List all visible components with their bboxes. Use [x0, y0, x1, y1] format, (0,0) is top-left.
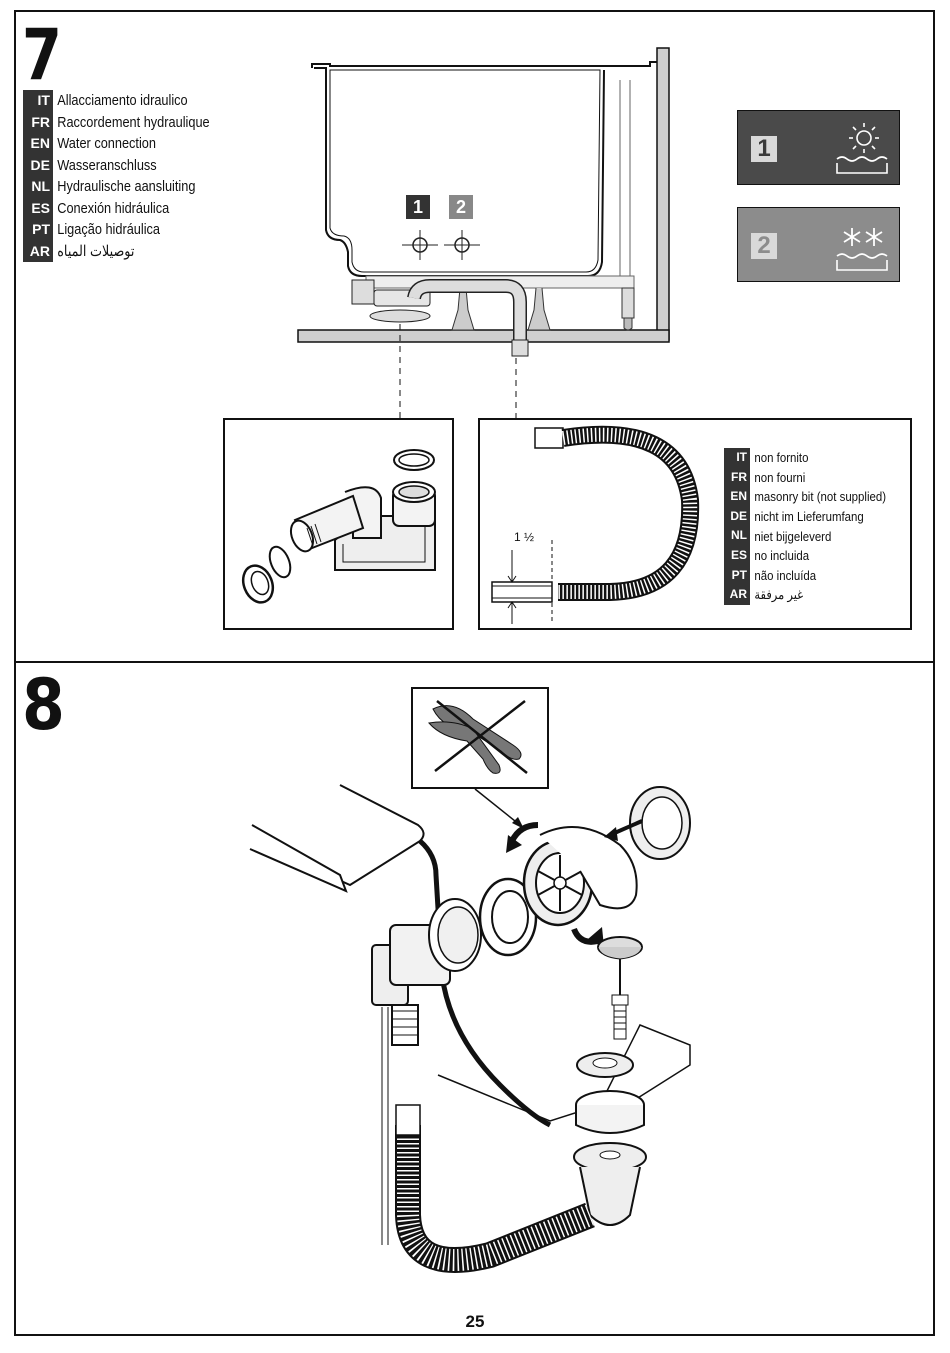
- siphon-exploded-view: [241, 449, 436, 604]
- lang-code: PT: [23, 219, 53, 241]
- lang-code: NL: [724, 526, 750, 546]
- snowflake-water-icon: [836, 228, 888, 271]
- lang-code: NL: [23, 176, 53, 198]
- lang-text: Raccordement hydraulique: [57, 113, 210, 131]
- lang-text: niet bijgeleverd: [754, 528, 832, 544]
- lang-code: IT: [724, 448, 750, 468]
- lang-code: EN: [724, 487, 750, 507]
- hose-dimension-label: 1 ½: [514, 530, 535, 544]
- lang-code: PT: [724, 565, 750, 586]
- lang-text: non fourni: [754, 469, 806, 485]
- mode-1-hot-box: 1: [737, 110, 900, 185]
- lang-text: Hydraulische aansluiting: [57, 178, 196, 196]
- mode-2-number: 2: [751, 233, 777, 259]
- no-pliers-box: [411, 687, 549, 789]
- step-8-number: 8: [22, 664, 65, 746]
- lang-code: FR: [23, 111, 53, 133]
- page-number: 25: [465, 1312, 485, 1331]
- lang-text: nicht im Lieferumfang: [754, 509, 864, 525]
- lang-text: não incluída: [754, 567, 817, 583]
- lang-code: AR: [23, 240, 53, 262]
- lang-code: ES: [724, 545, 750, 566]
- tap-2-label: 2: [449, 195, 473, 219]
- mode-1-number: 1: [751, 136, 777, 162]
- no-pliers-icon: [428, 700, 528, 774]
- lang-code: DE: [724, 506, 750, 527]
- lang-code: IT: [23, 90, 53, 112]
- tap-1-label: 1: [406, 195, 430, 219]
- bathtub-diagram: [297, 47, 670, 420]
- lang-code: AR: [724, 585, 750, 605]
- lang-code: DE: [23, 154, 53, 176]
- page-frame: [14, 10, 935, 1336]
- lang-text: Water connection: [57, 135, 156, 153]
- lang-text: non fornito: [754, 450, 809, 466]
- lang-code: EN: [23, 133, 53, 155]
- lang-code: FR: [724, 467, 750, 488]
- lang-text: توصيلات المياه: [57, 243, 135, 261]
- lang-text: غير مرفقة: [754, 586, 804, 602]
- lang-text: masonry bit (not supplied): [754, 489, 887, 505]
- lang-text: Wasseranschluss: [57, 156, 157, 174]
- sun-water-icon: [836, 123, 888, 174]
- overflow-drain-assembly-diagram: [249, 784, 691, 1273]
- lang-text: no incluida: [754, 548, 810, 564]
- step-7-number: 7: [22, 14, 62, 96]
- mode-2-cold-box: 2: [737, 207, 900, 282]
- lang-code: ES: [23, 197, 53, 219]
- flexible-hose-diagram: [491, 425, 700, 624]
- section-divider: [14, 661, 935, 663]
- lang-text: Allacciamento idraulico: [57, 92, 188, 110]
- lang-text: Ligação hidráulica: [57, 221, 161, 239]
- lang-text: Conexión hidráulica: [57, 199, 170, 217]
- siphon-parts-box: [223, 418, 454, 630]
